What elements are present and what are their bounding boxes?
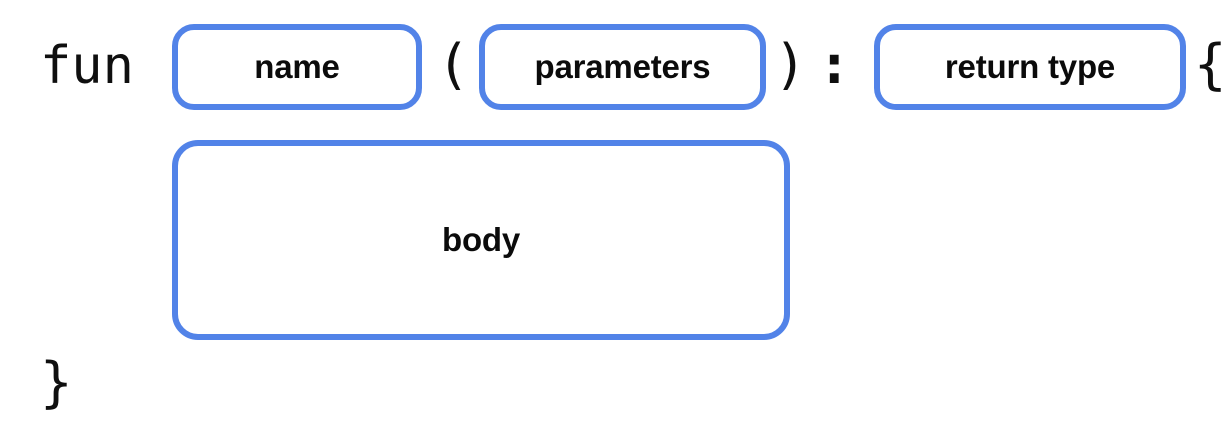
slot-return-type-label: return type bbox=[944, 48, 1116, 85]
slot-name[interactable]: name bbox=[172, 24, 422, 110]
slot-parameters[interactable]: parameters bbox=[479, 24, 766, 110]
slot-body[interactable]: body bbox=[172, 140, 790, 340]
slot-return-type[interactable]: return type bbox=[874, 24, 1186, 110]
paren-open-token: ( bbox=[437, 33, 470, 96]
keyword-fun: fun bbox=[40, 36, 134, 96]
colon-token: : bbox=[818, 33, 851, 96]
brace-close-token: } bbox=[40, 351, 73, 414]
slot-parameters-label: parameters bbox=[534, 48, 711, 85]
slot-name-label: name bbox=[254, 48, 340, 85]
slot-body-label: body bbox=[441, 221, 521, 258]
paren-close-token: ) bbox=[774, 33, 807, 96]
brace-open-token: { bbox=[1194, 33, 1224, 96]
